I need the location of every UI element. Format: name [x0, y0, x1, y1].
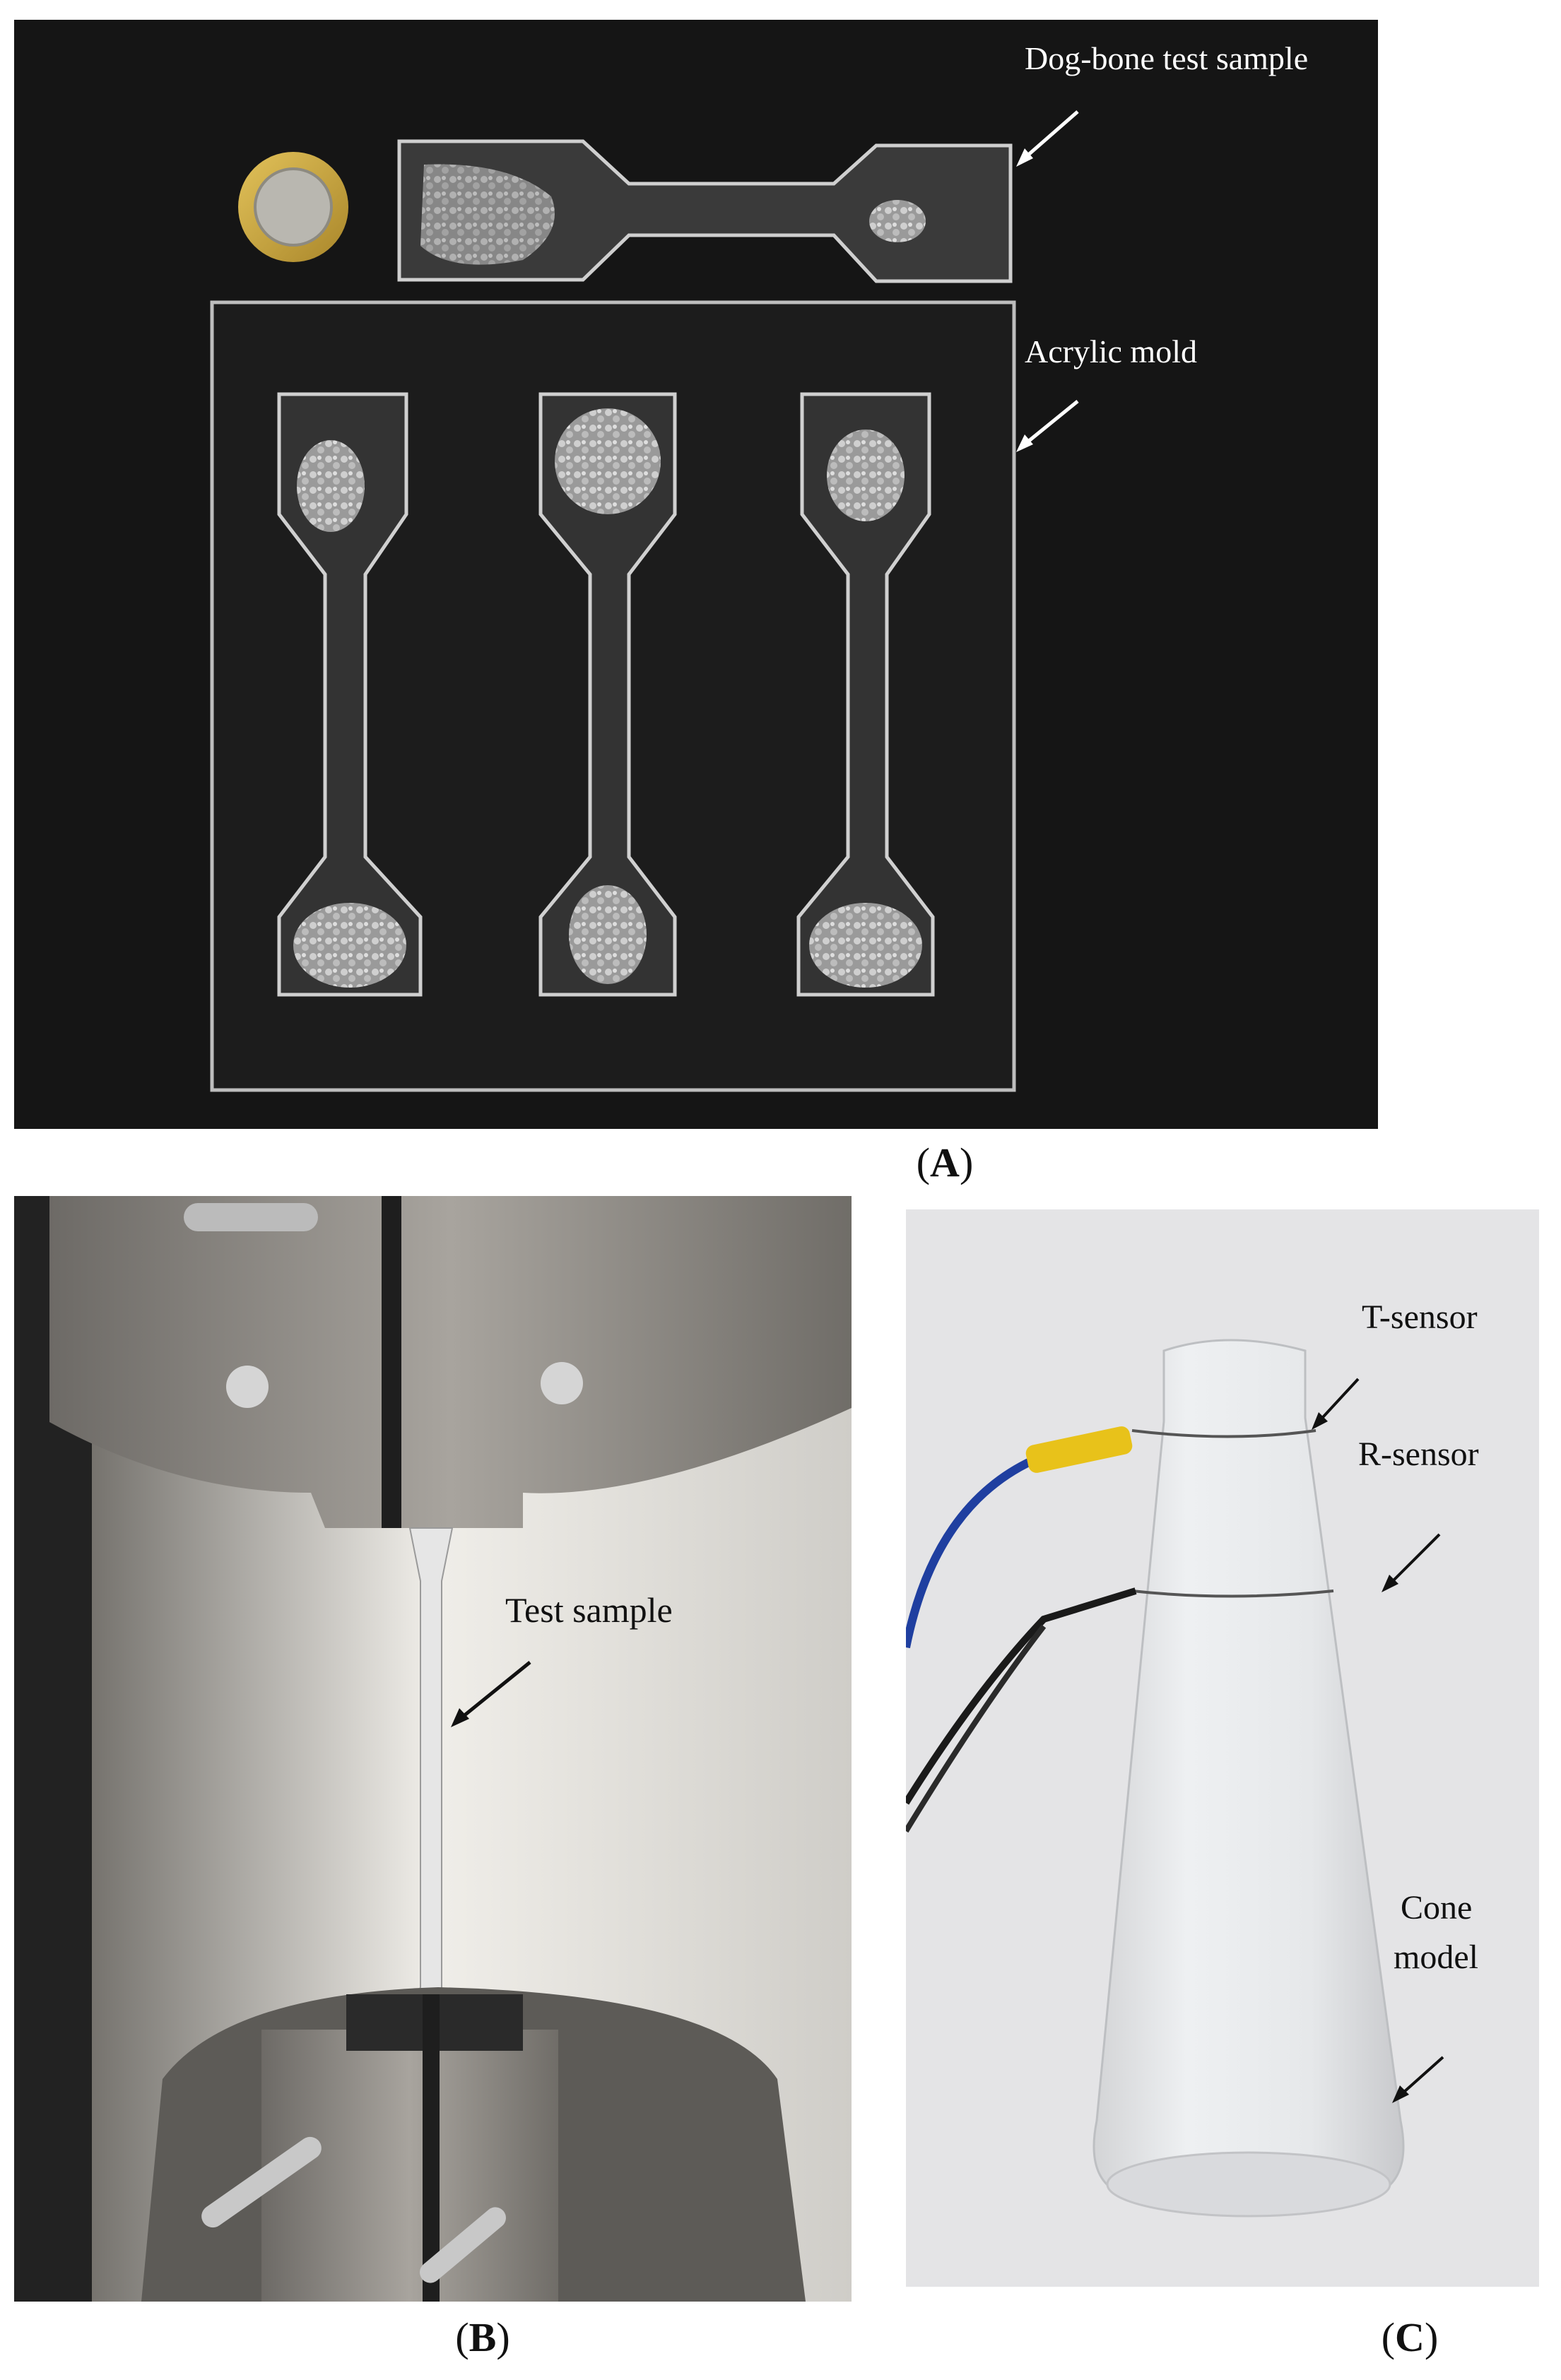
- test-sample-arrow: [454, 1661, 531, 1724]
- dogbone-arrow: [1020, 110, 1079, 162]
- caption-b: (B): [455, 2314, 510, 2360]
- r-sensor-wire-image: [1131, 1589, 1334, 1598]
- r-sensor-arrow: [1385, 1533, 1441, 1589]
- upper-grip-image: [49, 1196, 852, 1528]
- mold-cavity-left: [277, 392, 423, 997]
- black-wire-image: [906, 1587, 1137, 1805]
- t-sensor-label: T-sensor: [1362, 1298, 1478, 1336]
- caption-c: (C): [1381, 2314, 1439, 2360]
- dogbone-label: Dog-bone test sample: [1025, 40, 1308, 76]
- t-sensor-wire-image: [1131, 1429, 1316, 1438]
- mold-label: Acrylic mold: [1025, 333, 1197, 369]
- dogbone-sample-image: [397, 139, 1013, 283]
- mold-arrow: [1020, 400, 1079, 449]
- r-sensor-label: R-sensor: [1358, 1435, 1479, 1473]
- cone-model-image: [1092, 1339, 1405, 2200]
- test-sample-label: Test sample: [505, 1590, 673, 1630]
- mold-cavity-middle: [538, 392, 677, 997]
- photo-panel-b: Test sample: [14, 1196, 852, 2302]
- caption-a: (A): [916, 1139, 974, 1185]
- coin-image: [238, 152, 348, 262]
- yellow-sleeve-image: [1025, 1426, 1133, 1473]
- mold-cavity-right: [796, 392, 935, 997]
- blue-wire-image: [906, 1456, 1035, 1649]
- lower-grip-image: [141, 1987, 806, 2302]
- photo-panel-c: T-sensor R-sensor Cone model: [906, 1209, 1539, 2287]
- cone-label-line1: Cone: [1401, 1889, 1472, 1926]
- photo-panel-a: Dog-bone test sample Acrylic mold: [14, 20, 1378, 1129]
- cone-label-line2: model: [1394, 1938, 1478, 1976]
